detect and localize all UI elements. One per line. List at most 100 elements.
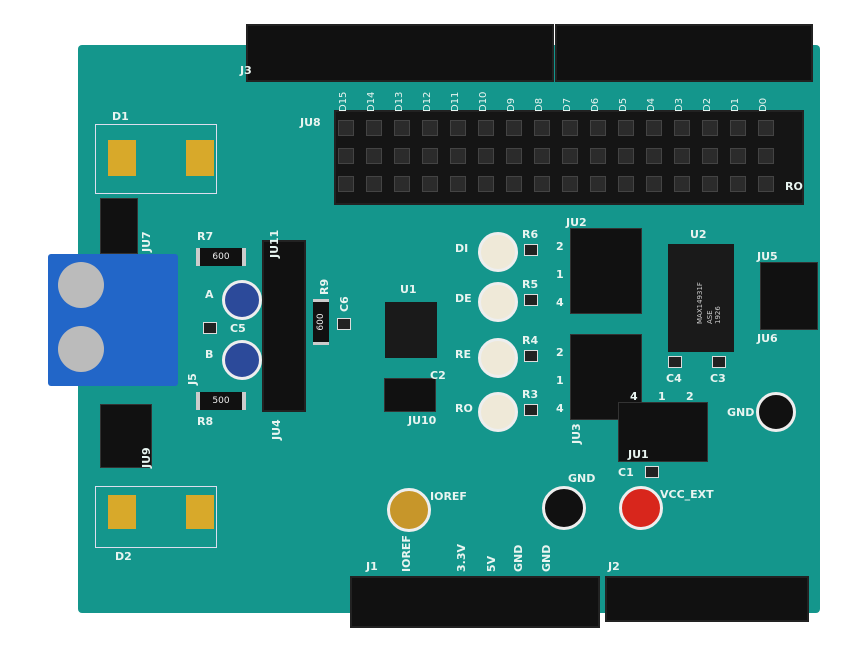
chip-marking: ASE 1926 xyxy=(706,306,722,324)
test-point-vcc-ext[interactable] xyxy=(619,486,663,530)
label-c4: C4 xyxy=(666,372,682,385)
label-j3: J3 xyxy=(240,64,252,77)
header-pin[interactable] xyxy=(618,120,634,136)
test-point-re[interactable] xyxy=(478,338,518,378)
jumper-ju2[interactable] xyxy=(570,228,642,314)
label-c1: C1 xyxy=(618,466,634,479)
header-pin[interactable] xyxy=(674,148,690,164)
test-point-gnd[interactable] xyxy=(542,486,586,530)
header-pin[interactable] xyxy=(534,148,550,164)
header-pin[interactable] xyxy=(730,148,746,164)
jumper-ju7[interactable] xyxy=(100,198,138,254)
header-pin[interactable] xyxy=(366,176,382,192)
header-pin[interactable] xyxy=(562,148,578,164)
test-point-gnd-right[interactable] xyxy=(756,392,796,432)
power-pin-label: GND xyxy=(512,544,525,572)
resistor-r4 xyxy=(524,350,538,362)
header-pin[interactable] xyxy=(702,120,718,136)
header-pin[interactable] xyxy=(646,148,662,164)
header-pin[interactable] xyxy=(450,120,466,136)
header-pin[interactable] xyxy=(674,176,690,192)
label-j5: J5 xyxy=(186,373,199,385)
header-pin[interactable] xyxy=(338,148,354,164)
label-ju11: JU11 xyxy=(268,229,281,258)
header-pin[interactable] xyxy=(730,120,746,136)
header-pin[interactable] xyxy=(338,120,354,136)
test-point-di[interactable] xyxy=(478,232,518,272)
header-pin[interactable] xyxy=(422,176,438,192)
header-pin[interactable] xyxy=(366,120,382,136)
header-pin[interactable] xyxy=(562,176,578,192)
label-ju7: JU7 xyxy=(140,231,153,252)
header-j2 xyxy=(605,576,809,622)
label-gnd: GND xyxy=(568,472,596,485)
header-pin[interactable] xyxy=(758,120,774,136)
jumper-ju10[interactable] xyxy=(384,378,436,412)
test-point-ioref[interactable] xyxy=(387,488,431,532)
header-pin[interactable] xyxy=(478,120,494,136)
label-a: A xyxy=(205,288,214,301)
header-pin[interactable] xyxy=(506,148,522,164)
header-pin[interactable] xyxy=(590,120,606,136)
pin-label-d2: D2 xyxy=(702,97,713,112)
header-pin[interactable] xyxy=(534,176,550,192)
test-point-b[interactable] xyxy=(222,340,262,380)
header-pin[interactable] xyxy=(394,148,410,164)
header-pin[interactable] xyxy=(618,148,634,164)
header-pin[interactable] xyxy=(450,148,466,164)
label-ju5: JU5 xyxy=(757,250,778,263)
pin-label-d15: D15 xyxy=(338,91,349,112)
pin-label: 4 xyxy=(556,402,564,415)
header-pin[interactable] xyxy=(422,148,438,164)
chip-u1 xyxy=(385,302,437,358)
jumper-ju9[interactable] xyxy=(100,404,152,468)
header-pin[interactable] xyxy=(730,176,746,192)
header-pin[interactable] xyxy=(562,120,578,136)
label-r6: R6 xyxy=(522,228,539,241)
pin-label-d12: D12 xyxy=(422,91,433,112)
pin-label-d10: D10 xyxy=(478,91,489,112)
header-pin[interactable] xyxy=(478,148,494,164)
header-pin[interactable] xyxy=(702,148,718,164)
screw-icon xyxy=(58,326,104,372)
test-point-a[interactable] xyxy=(222,280,262,320)
header-pin[interactable] xyxy=(394,176,410,192)
header-pin[interactable] xyxy=(366,148,382,164)
header-pin[interactable] xyxy=(590,176,606,192)
jumper-ju1[interactable] xyxy=(618,402,708,462)
jumper-ju3[interactable] xyxy=(570,334,642,420)
test-point-ro[interactable] xyxy=(478,392,518,432)
header-pin[interactable] xyxy=(702,176,718,192)
pin-label-d3: D3 xyxy=(674,97,685,112)
header-pin[interactable] xyxy=(422,120,438,136)
capacitor-c6 xyxy=(337,318,351,330)
screw-terminal-j5[interactable] xyxy=(48,254,178,386)
header-pin[interactable] xyxy=(534,120,550,136)
header-pin[interactable] xyxy=(338,176,354,192)
header-pin[interactable] xyxy=(758,176,774,192)
header-pin[interactable] xyxy=(590,148,606,164)
capacitor-c1 xyxy=(645,466,659,478)
header-pin[interactable] xyxy=(618,176,634,192)
label-j2: J2 xyxy=(608,560,620,573)
resistor-r3 xyxy=(524,404,538,416)
header-pin[interactable] xyxy=(506,176,522,192)
pin-label: 1 xyxy=(556,268,564,281)
pin-label-d11: D11 xyxy=(450,91,461,112)
header-pin[interactable] xyxy=(450,176,466,192)
label-c3: C3 xyxy=(710,372,726,385)
header-pin[interactable] xyxy=(674,120,690,136)
test-point-de[interactable] xyxy=(478,282,518,322)
chip-marking: MAX14931F xyxy=(696,282,704,324)
jumper-ju11-ju4[interactable] xyxy=(262,240,306,412)
header-pin[interactable] xyxy=(506,120,522,136)
header-pin[interactable] xyxy=(646,120,662,136)
pin-label-d1: D1 xyxy=(730,97,741,112)
header-pin[interactable] xyxy=(478,176,494,192)
header-pin[interactable] xyxy=(394,120,410,136)
header-pin[interactable] xyxy=(758,148,774,164)
header-pin[interactable] xyxy=(646,176,662,192)
screw-icon xyxy=(58,262,104,308)
pin-label: 2 xyxy=(556,240,564,253)
jumper-ju5-ju6[interactable] xyxy=(760,262,818,330)
